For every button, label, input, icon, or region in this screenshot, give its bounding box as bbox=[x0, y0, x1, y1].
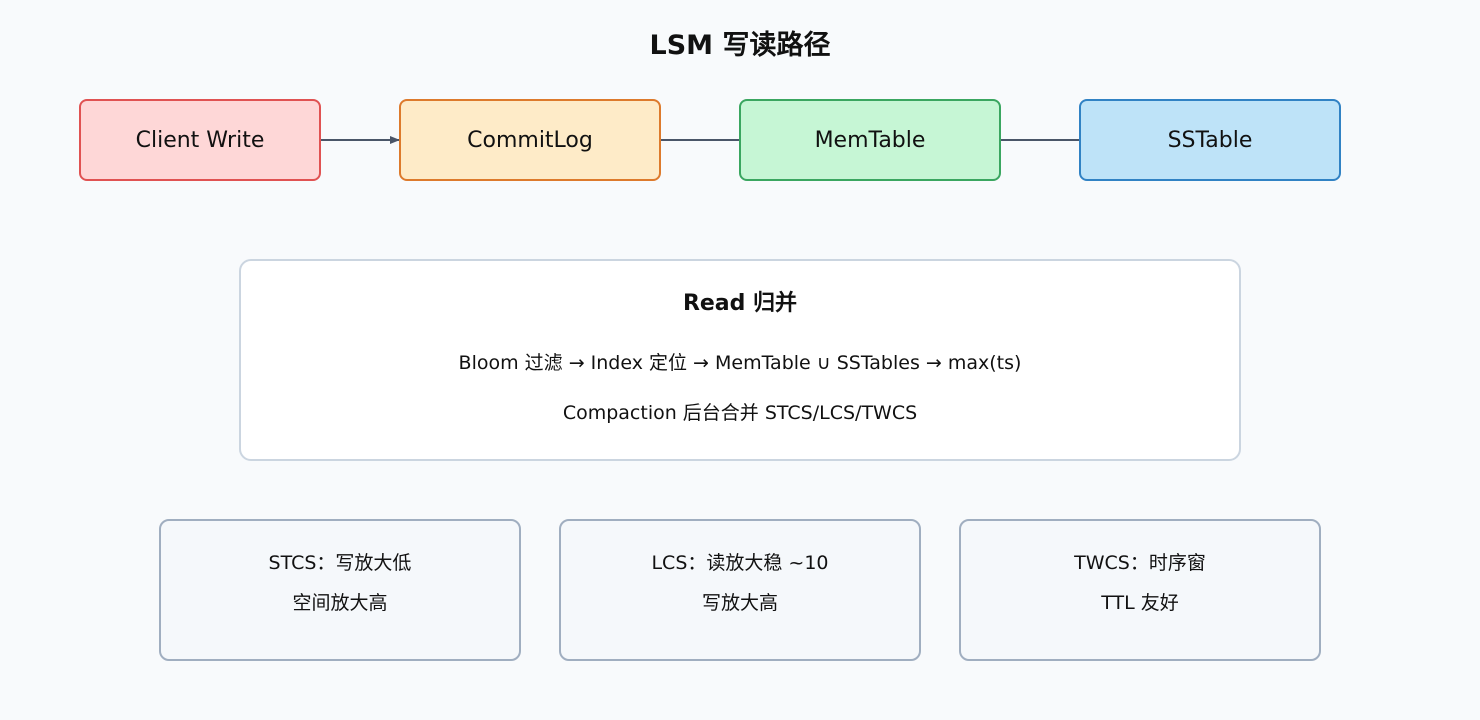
node-client-write-label: Client Write bbox=[135, 127, 265, 153]
read-merge-compaction-text: Compaction 后台合并 STCS/LCS/TWCS bbox=[562, 402, 918, 424]
node-commitlog-label: CommitLog bbox=[467, 127, 593, 153]
node-commitlog: CommitLog bbox=[399, 99, 661, 181]
diagram-title: LSM 写读路径 bbox=[649, 30, 831, 61]
node-memtable: MemTable bbox=[739, 99, 1001, 181]
read-merge-path-text: Bloom 过滤 → Index 定位 → MemTable ∪ SSTable… bbox=[458, 352, 1022, 374]
strategy-card-stcs: STCS：写放大低 空间放大高 bbox=[159, 519, 521, 661]
strategy-card-lcs: LCS：读放大稳 ~10 写放大高 bbox=[559, 519, 921, 661]
read-merge-title: Read 归并 bbox=[682, 291, 798, 316]
strategy-twcs-line2: TTL 友好 bbox=[1101, 592, 1179, 614]
node-sstable-label: SSTable bbox=[1167, 127, 1253, 153]
strategy-stcs-line1: STCS：写放大低 bbox=[268, 552, 412, 574]
strategy-card-twcs: TWCS：时序窗 TTL 友好 bbox=[959, 519, 1321, 661]
node-memtable-label: MemTable bbox=[814, 127, 926, 153]
node-sstable: SSTable bbox=[1079, 99, 1341, 181]
strategy-stcs-line2: 空间放大高 bbox=[292, 592, 388, 614]
strategy-twcs-line1: TWCS：时序窗 bbox=[1074, 552, 1206, 574]
read-merge-panel: Read 归并 Bloom 过滤 → Index 定位 → MemTable ∪… bbox=[239, 259, 1241, 461]
strategy-lcs-line1: LCS：读放大稳 ~10 bbox=[651, 552, 829, 574]
node-client-write: Client Write bbox=[79, 99, 321, 181]
strategy-lcs-line2: 写放大高 bbox=[701, 592, 778, 614]
